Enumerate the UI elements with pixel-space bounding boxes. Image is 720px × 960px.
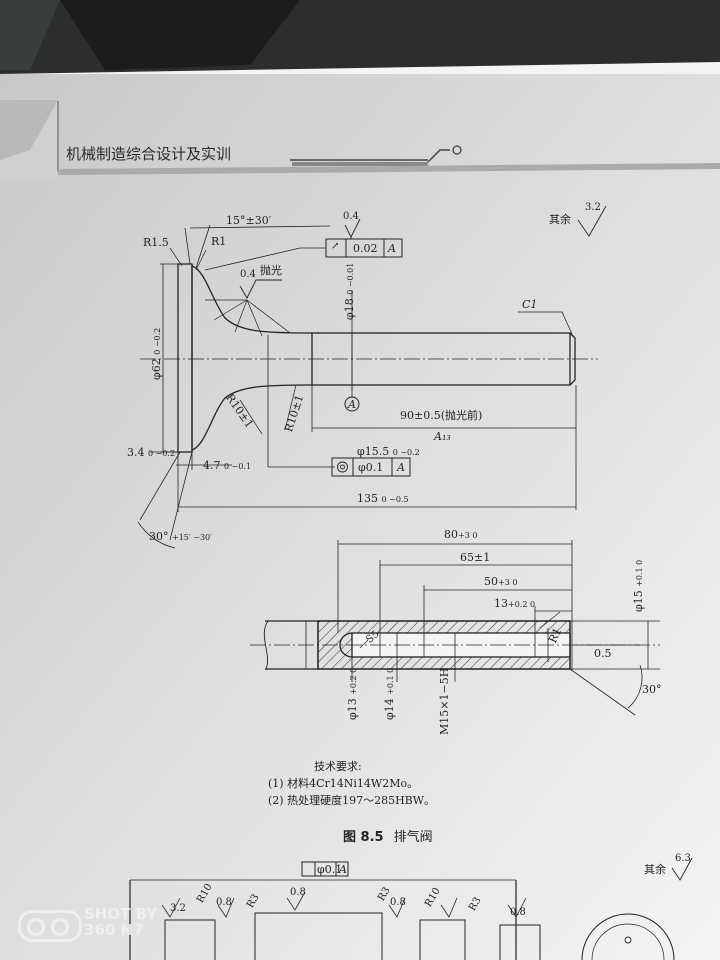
bottom-fcf-datum: A <box>339 863 347 876</box>
header-rule-dot <box>452 145 462 155</box>
figure-title: 排气阀 <box>393 830 433 845</box>
shaft-drawing <box>129 857 693 960</box>
section-shaft <box>265 620 318 670</box>
bottom-fcf-tolerance: φ0.1 <box>317 863 343 876</box>
dim-3-4-label: 3.4 0 −0.2 <box>127 446 176 459</box>
rest-finish-value: 3.2 <box>585 202 601 213</box>
valve-neck-lower <box>191 384 313 451</box>
angle-30-label: 30° <box>642 683 662 696</box>
camera-watermark-text: SHOT BY 360 N7 <box>84 906 157 938</box>
bottom-label-5: 0.8 <box>290 887 306 898</box>
length-135-label: 135 0 −0.5 <box>357 492 409 505</box>
rest-finish-label: 其余 <box>549 213 571 226</box>
monitor-edge <box>60 0 300 70</box>
dim-65-label: 65±1 <box>460 551 491 564</box>
watermark-ring-left <box>27 918 45 936</box>
finish-polish-value: 0.4 <box>240 269 256 280</box>
r15-label: R1.5 <box>143 236 169 249</box>
dia-14-label: φ14 +0.1 0 <box>383 667 396 720</box>
head-diameter-label: φ62 0 −0.2 <box>150 327 163 380</box>
header-corner-shape <box>0 100 58 160</box>
thread-label: M15×1−5H <box>438 667 451 735</box>
runout-symbol: ↗ <box>331 241 340 252</box>
a13-label: A₁₃ <box>434 430 451 443</box>
neck-diameter-label: φ15.5 0 −0.2 <box>357 445 420 458</box>
header-band <box>57 163 720 175</box>
watermark-line-1: SHOT BY <box>84 905 158 923</box>
valve-drawing <box>137 205 607 549</box>
notes-title: 技术要求: <box>314 760 362 773</box>
dim-50-label: 50+3 0 <box>484 575 518 588</box>
bottom-label-1: 3.2 <box>170 903 186 914</box>
bottom-rest-label: 其余 <box>644 863 666 876</box>
dim-80-label: 80+3 0 <box>444 528 478 541</box>
polish-label: 抛光 <box>260 264 282 277</box>
dim-4-7-label: 4.7 0 −0.1 <box>203 459 252 472</box>
watermark-line-2: 360 N7 <box>84 921 144 939</box>
concentric-datum: A <box>397 461 405 474</box>
finish-top-value: 0.4 <box>343 211 359 222</box>
bottom-label-3: 0.8 <box>216 897 232 908</box>
bottom-label-7: 0.8 <box>390 897 406 908</box>
figure-number: 图 8.5 <box>343 830 384 845</box>
figure-caption: 图 8.5 排气阀 <box>343 826 433 845</box>
header-rule-hook <box>427 149 450 163</box>
length-90-label: 90±0.5(抛光前) <box>400 409 483 422</box>
valve-neck-upper <box>191 265 313 334</box>
chamfer-label: C1 <box>522 298 538 311</box>
monitor-frame <box>0 0 60 70</box>
runout-tolerance: 0.02 <box>353 242 378 255</box>
seat-angle-label: 30° +15′ −30′ <box>149 530 212 543</box>
angle-15-label: 15°±30′ <box>226 214 272 227</box>
bottom-label-10: 0.8 <box>510 907 526 918</box>
paper-shadow <box>0 74 720 960</box>
dia-15-label: φ15 +0.1 0 <box>632 559 645 612</box>
section-drawing <box>250 540 660 716</box>
technical-requirements: 技术要求: (1) 材料4Cr14Ni14W2Mo。 (2) 热处理硬度197～… <box>268 758 435 809</box>
dia-13-label: φ13 +0.2 0 <box>346 667 359 720</box>
bottom-rest-value: 6.3 <box>675 853 691 864</box>
note-item-2: (2) 热处理硬度197～285HBW。 <box>268 794 436 807</box>
dim-13-label: 13+0.2 0 <box>494 597 536 610</box>
datum-a-label: A <box>348 398 356 411</box>
book-header-title: 机械制造综合设计及实训 <box>66 145 232 163</box>
r1-label: R1 <box>211 235 227 248</box>
note-item-1: (1) 材料4Cr14Ni14W2Mo。 <box>268 777 419 790</box>
dim-0-5-label: 0.5 <box>594 647 612 660</box>
concentric-tolerance: φ0.1 <box>358 461 384 474</box>
watermark-ring-right <box>51 918 69 936</box>
runout-datum: A <box>388 242 396 255</box>
stem-diameter-label: φ18 0 −0.01 <box>343 262 356 320</box>
camera-watermark-logo <box>18 910 82 942</box>
